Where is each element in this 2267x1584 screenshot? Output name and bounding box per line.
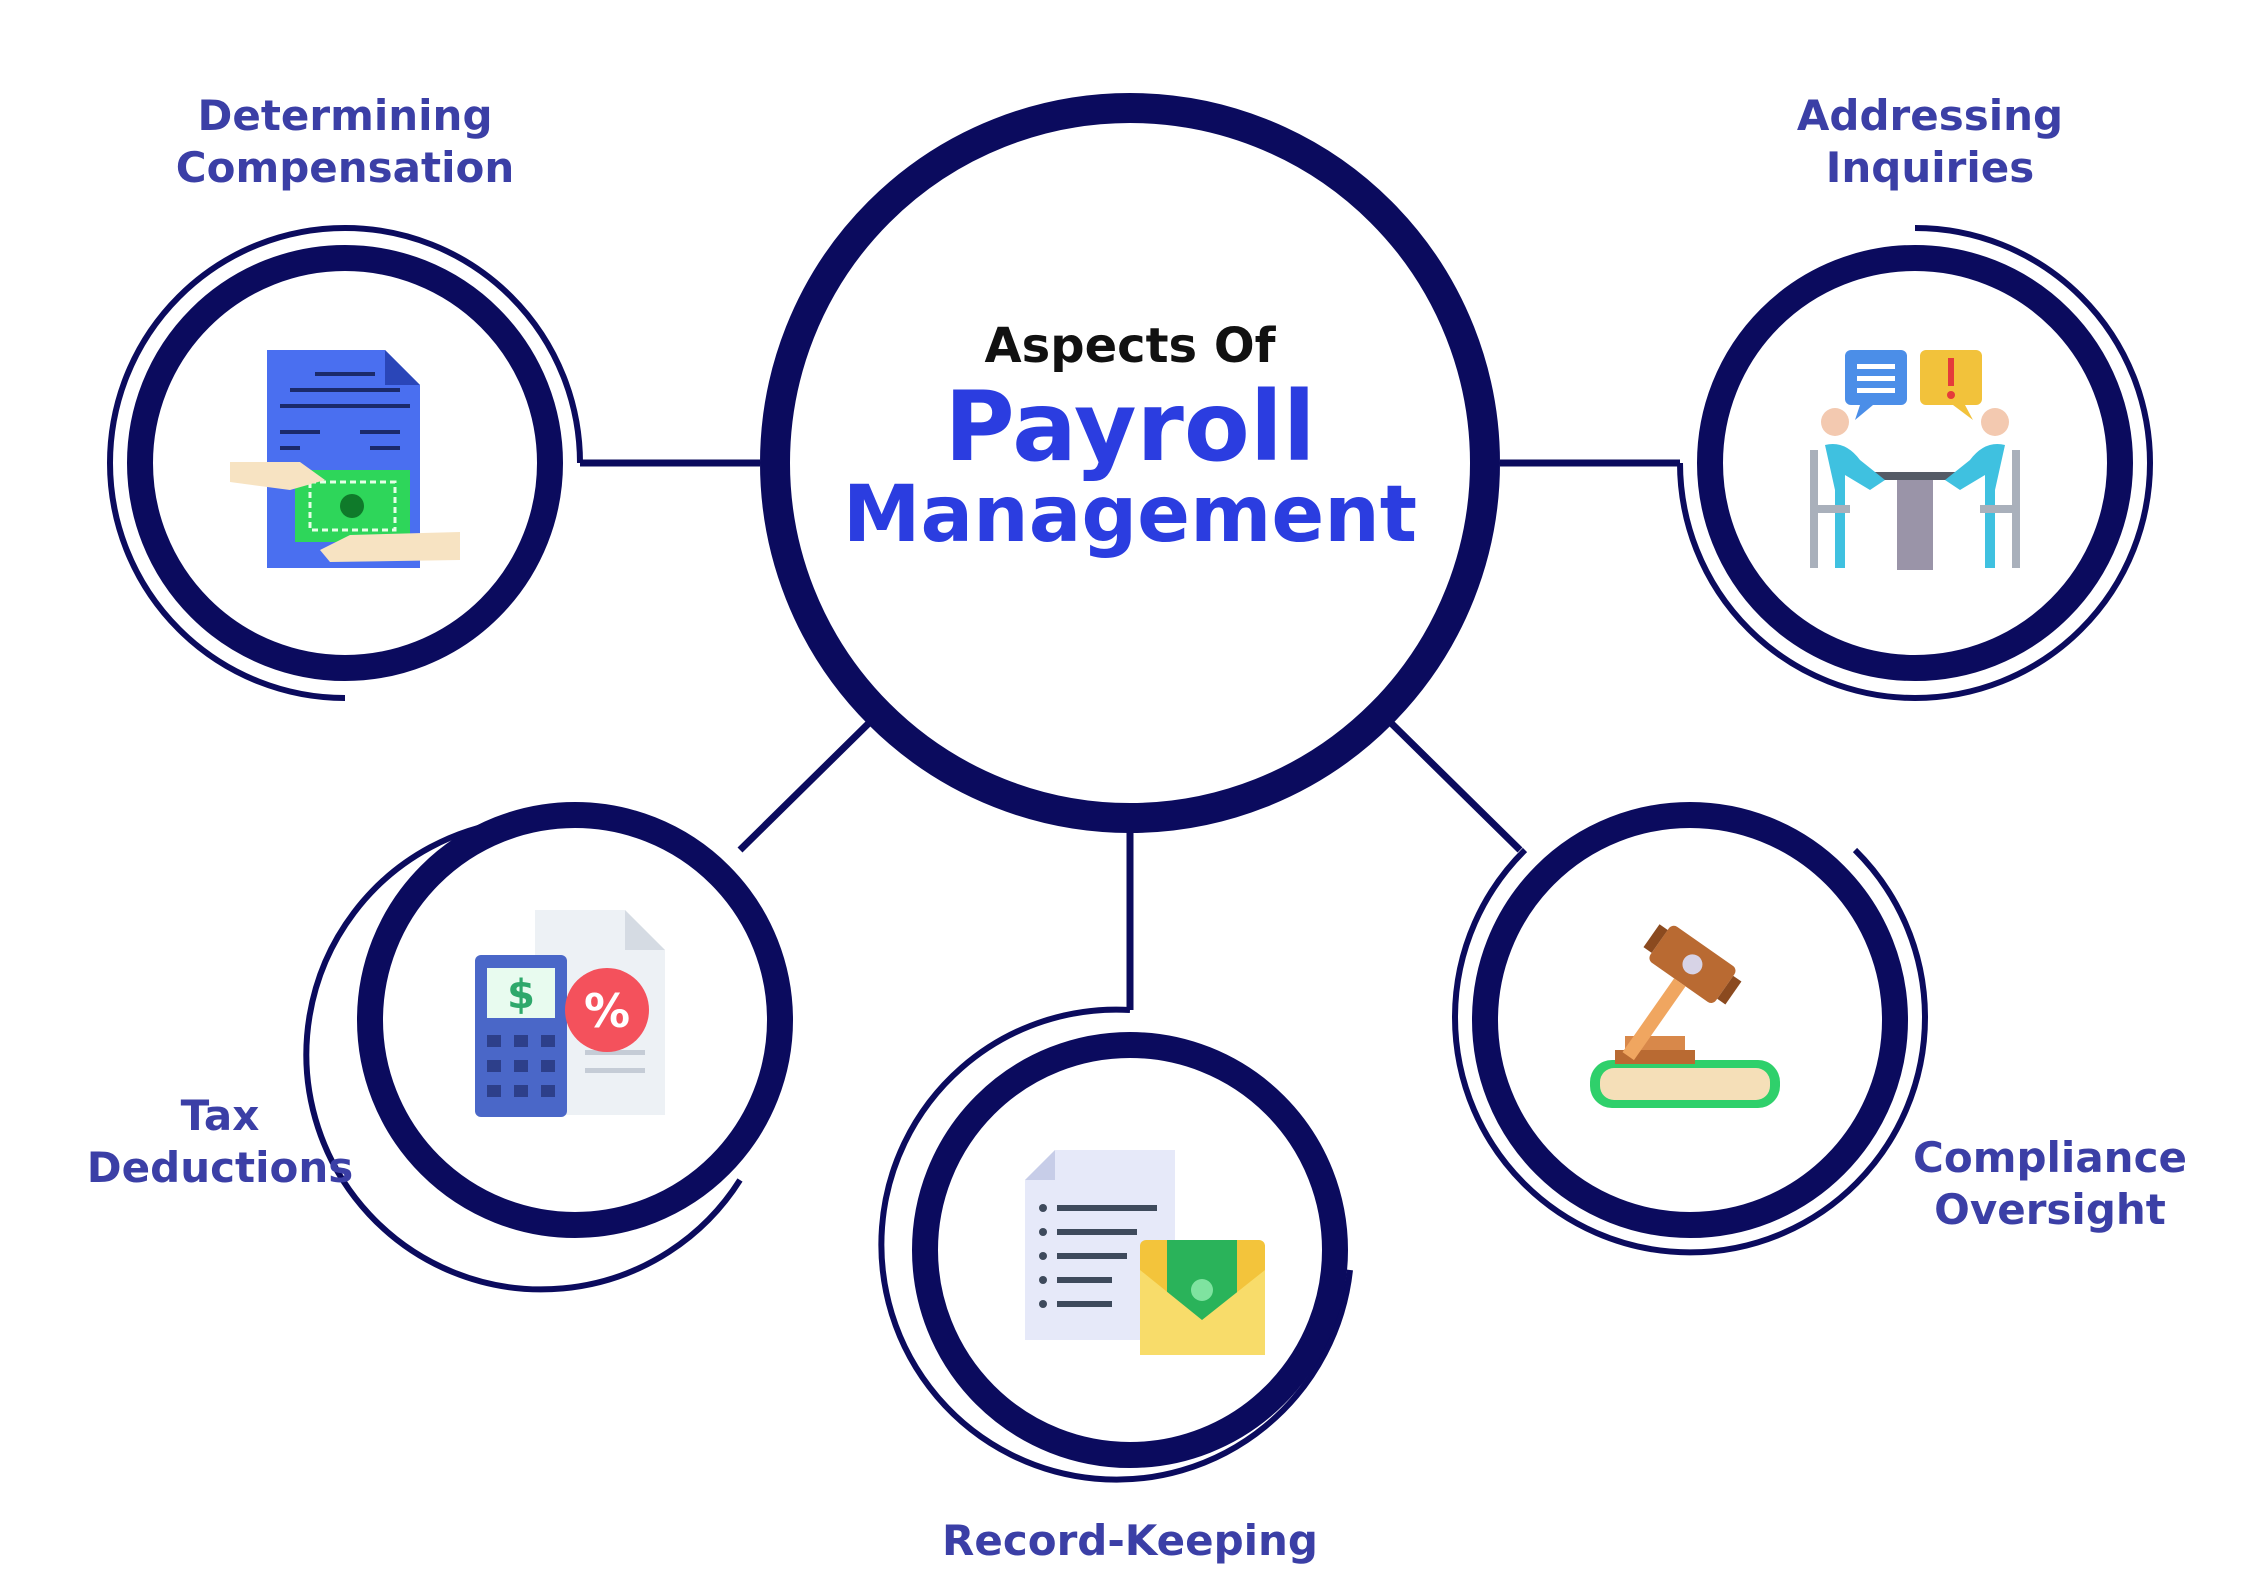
- label-compliance-oversight: Compliance Oversight: [1860, 1132, 2240, 1236]
- calculator-tax-icon: $ %: [475, 910, 665, 1117]
- title-management: Management: [842, 470, 1418, 560]
- node-record-keeping: [878, 1006, 1353, 1483]
- connectors: [580, 459, 1680, 1010]
- label-line: Record-Keeping: [942, 1516, 1318, 1565]
- ring-compliance: [1472, 802, 1908, 1238]
- title-payroll: Payroll: [944, 371, 1316, 483]
- label-determining-compensation: Determining Compensation: [130, 90, 560, 194]
- connector-compliance: [1387, 719, 1523, 853]
- label-addressing-inquiries: Addressing Inquiries: [1720, 90, 2140, 194]
- label-line: Addressing: [1796, 91, 2064, 140]
- outer-arc-compensation: [107, 225, 583, 701]
- outer-arc-compliance: [1452, 847, 1928, 1256]
- node-determining-compensation: [107, 225, 583, 701]
- node-tax-deductions: $ %: [303, 802, 793, 1293]
- label-tax-deductions: Tax Deductions: [40, 1090, 400, 1194]
- label-line: Deductions: [86, 1143, 354, 1192]
- document-envelope-money-icon: [1025, 1150, 1265, 1355]
- connector-tax: [737, 719, 873, 853]
- label-record-keeping: Record-Keeping: [860, 1515, 1400, 1567]
- svg-text:%: %: [584, 984, 630, 1038]
- meeting-chat-icon: [1810, 350, 2020, 570]
- label-line: Determining: [197, 91, 493, 140]
- outer-arc-inquiries: [1677, 225, 2153, 701]
- money-handover-document-icon: [230, 350, 460, 568]
- node-compliance-oversight: [1452, 802, 1928, 1256]
- outer-arc-record: [878, 1006, 1353, 1483]
- ring-inquiries: [1697, 245, 2133, 681]
- label-line: Tax: [180, 1091, 260, 1140]
- node-addressing-inquiries: [1677, 225, 2153, 701]
- gavel-book-icon: [1590, 924, 1780, 1108]
- svg-text:$: $: [507, 972, 535, 1018]
- label-line: Compliance: [1913, 1133, 2187, 1182]
- center-circle: [760, 93, 1500, 833]
- title-aspects-of: Aspects Of: [984, 318, 1276, 374]
- label-line: Compensation: [175, 143, 515, 192]
- label-line: Oversight: [1934, 1185, 2166, 1234]
- label-line: Inquiries: [1825, 143, 2035, 192]
